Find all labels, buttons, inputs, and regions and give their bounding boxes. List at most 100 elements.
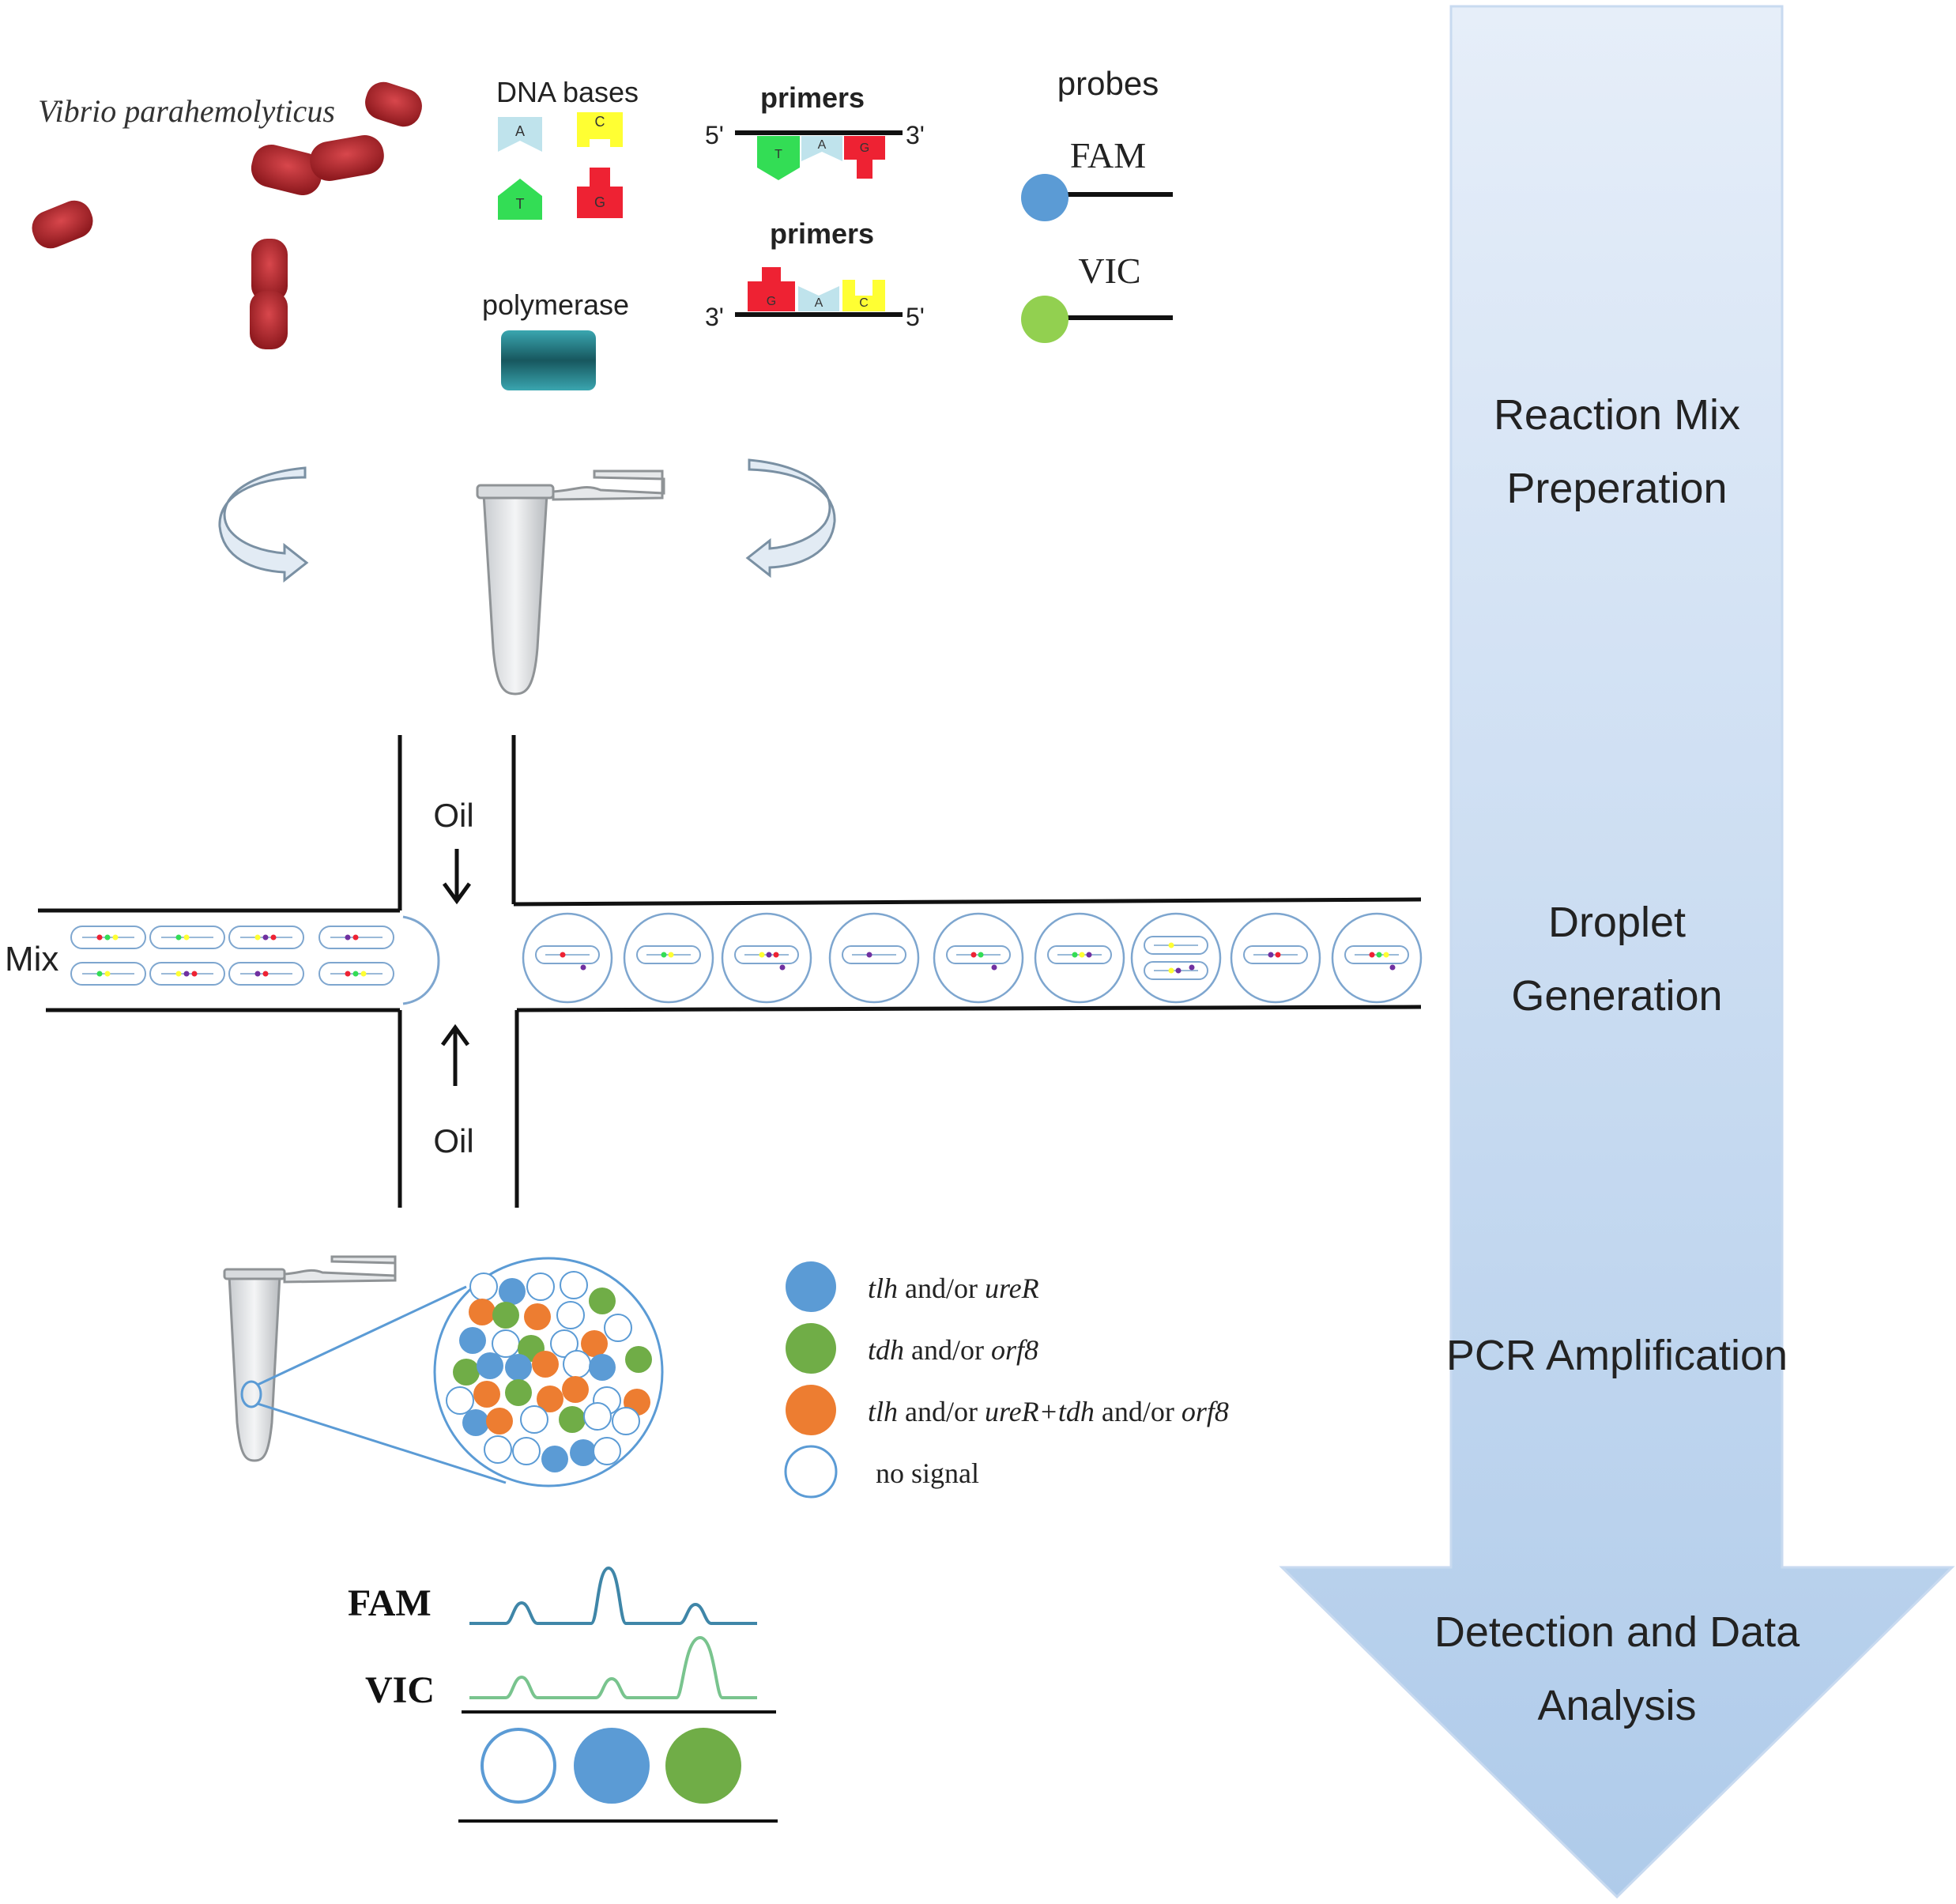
capsule-dot — [270, 934, 277, 941]
zoom-droplet — [583, 1402, 612, 1431]
primer-base-a2 — [798, 286, 839, 311]
zoom-droplet — [560, 1271, 588, 1299]
microfluidic-channel — [38, 735, 1422, 1208]
capsule-dot — [104, 934, 111, 941]
zoom-droplet — [625, 1346, 652, 1373]
legend-swatch-blue — [786, 1261, 836, 1312]
capsule-dot — [183, 971, 190, 977]
capsule-dot — [191, 971, 198, 977]
droplet-dot — [661, 952, 667, 958]
bacterium — [250, 291, 288, 349]
probe-vic-dot — [1021, 296, 1068, 343]
zoom-droplet — [492, 1329, 520, 1358]
svg-text:G: G — [594, 194, 605, 210]
droplet-dot — [1168, 942, 1174, 948]
detection-drop-green — [665, 1728, 741, 1804]
capsule-dot — [96, 971, 103, 977]
primer-top-5: 5' — [705, 121, 724, 149]
mix-front — [402, 915, 440, 1005]
zoom-droplet — [589, 1354, 616, 1381]
droplet-dot — [773, 952, 779, 958]
svg-text:C: C — [859, 296, 869, 310]
legend-swatch-orange — [786, 1385, 836, 1435]
detection-drop-empty — [481, 1728, 556, 1804]
zoom-droplet — [593, 1437, 621, 1465]
legend: tlh and/or ureR tdh and/or orf8 tlh and/… — [784, 1261, 1229, 1499]
droplet-dot — [766, 952, 772, 958]
zoom-droplet — [499, 1278, 526, 1305]
zoom-droplet — [469, 1299, 496, 1325]
zoom-droplet — [492, 1302, 519, 1329]
droplet-dot — [560, 952, 566, 958]
zoom-droplet — [562, 1376, 589, 1403]
mix-capsules — [70, 926, 394, 986]
zoom-line-bottom — [257, 1402, 507, 1484]
capsule-dot — [112, 934, 119, 941]
bacterium — [310, 135, 384, 181]
channel-droplets — [522, 912, 1423, 1004]
zoom-droplet — [484, 1435, 512, 1464]
zoom-droplet — [505, 1379, 532, 1406]
capsule-dot — [262, 934, 269, 941]
zoom-droplet — [556, 1301, 585, 1329]
droplet-dot — [1079, 952, 1085, 958]
zoom-droplets — [446, 1271, 652, 1472]
primers-label-top: primers — [760, 81, 865, 114]
capsule-dot — [345, 934, 351, 941]
zoom-droplet — [612, 1407, 640, 1435]
mix-label: Mix — [5, 940, 58, 978]
vic-trace-label: VIC — [365, 1669, 435, 1711]
zoom-droplet — [469, 1272, 498, 1301]
oil-arrow-up — [440, 1024, 470, 1086]
capsule-dot — [254, 934, 261, 941]
zoom-line-top — [257, 1285, 467, 1386]
bacterium — [365, 81, 422, 127]
zoom-droplet — [570, 1439, 597, 1466]
detection-drop-blue — [574, 1728, 650, 1804]
legend-swatch-empty — [784, 1445, 838, 1499]
droplet-dot — [1376, 952, 1382, 958]
base-c — [577, 112, 623, 147]
dna-bases-label: DNA bases — [496, 76, 639, 108]
svg-text:A: A — [818, 138, 827, 152]
fam-trace — [469, 1566, 757, 1625]
step-reaction-mix-line2: Preperation — [1506, 465, 1727, 512]
zoom-droplet — [462, 1409, 489, 1436]
oil-label-bottom: Oil — [433, 1122, 473, 1159]
svg-text:T: T — [774, 148, 782, 161]
svg-text:G: G — [767, 295, 776, 308]
step-pcr: PCR Amplification — [1446, 1332, 1788, 1379]
zoom-spot — [240, 1380, 262, 1408]
process-arrow — [1279, 5, 1955, 1899]
zoom-droplet — [524, 1303, 551, 1330]
primer-base-c2 — [842, 280, 885, 311]
svg-text:T: T — [516, 196, 525, 212]
fam-trace-label: FAM — [348, 1582, 432, 1624]
reaction-tube — [476, 469, 665, 696]
droplet-dot — [668, 952, 674, 958]
capsule-dot — [352, 971, 359, 977]
vic-trace — [469, 1635, 757, 1699]
droplet-dot — [759, 952, 765, 958]
zoom-droplet — [526, 1272, 555, 1301]
zoom-droplet — [532, 1351, 559, 1378]
primers-label-bottom: primers — [770, 217, 874, 250]
zoom-droplet — [486, 1408, 513, 1435]
dna-bases: A C T G — [498, 112, 623, 220]
bacterium — [32, 200, 93, 249]
capsule-dot — [254, 971, 261, 977]
polymerase-block — [501, 330, 596, 390]
droplet-dot — [1389, 964, 1396, 971]
capsule-dot — [352, 934, 359, 941]
svg-text:C: C — [595, 114, 605, 130]
pcr-tube — [223, 1255, 397, 1462]
step-detection-line2: Analysis — [1537, 1682, 1696, 1729]
probes-label: probes — [1057, 65, 1159, 102]
step-detection-line1: Detection and Data — [1434, 1608, 1800, 1656]
zoom-droplet — [604, 1314, 632, 1342]
zoom-droplet — [581, 1330, 608, 1357]
droplet-dot — [1072, 952, 1078, 958]
capsule-dot — [175, 971, 182, 977]
probe-vic-label: VIC — [1078, 251, 1140, 291]
